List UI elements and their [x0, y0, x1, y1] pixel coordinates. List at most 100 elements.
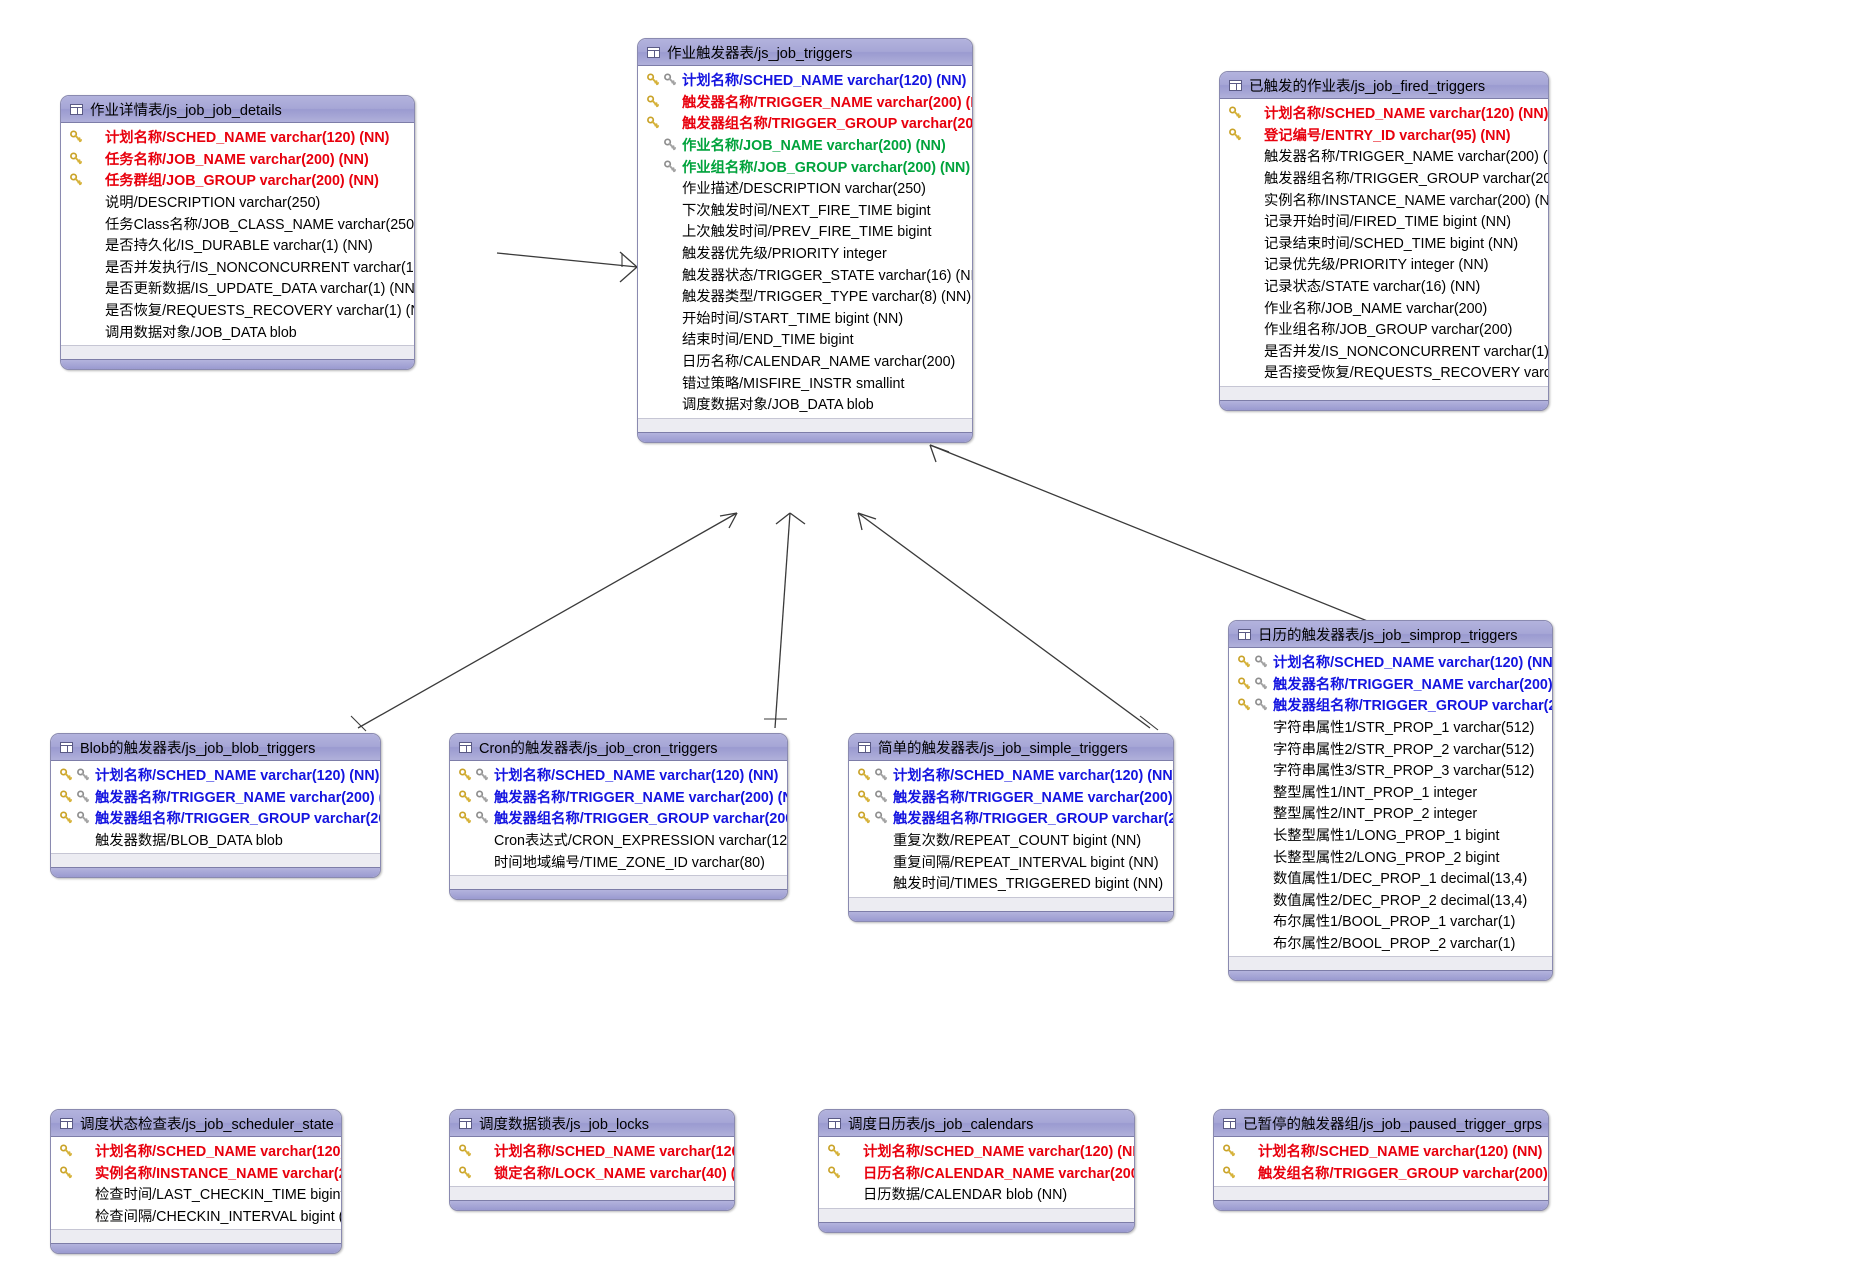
attribute-row[interactable]: 计划名称/SCHED_NAME varchar(120) (NN) — [51, 1140, 341, 1162]
attribute-row[interactable]: 计划名称/SCHED_NAME varchar(120) (NN) — [1220, 102, 1548, 124]
attribute-row[interactable]: 说明/DESCRIPTION varchar(250) — [61, 191, 414, 213]
attribute-row[interactable]: 上次触发时间/PREV_FIRE_TIME bigint — [638, 220, 972, 242]
attribute-row[interactable]: 布尔属性2/BOOL_PROP_2 varchar(1) — [1229, 932, 1552, 954]
attribute-row[interactable]: 任务名称/JOB_NAME varchar(200) (NN) — [61, 148, 414, 170]
attribute-row[interactable]: 是否并发执行/IS_NONCONCURRENT varchar(1) (NN) — [61, 256, 414, 278]
attribute-row[interactable]: 整型属性1/INT_PROP_1 integer — [1229, 781, 1552, 803]
entity-header-paused_trigger_grps[interactable]: 已暂停的触发器组/js_job_paused_trigger_grps — [1214, 1110, 1548, 1137]
attribute-row[interactable]: 计划名称/SCHED_NAME varchar(120) (NN) — [849, 764, 1173, 786]
attribute-row[interactable]: 实例名称/INSTANCE_NAME varchar(200) (NN) — [1220, 188, 1548, 210]
attribute-row[interactable]: 计划名称/SCHED_NAME varchar(120) (NN) — [638, 69, 972, 91]
attribute-row[interactable]: 作业组名称/JOB_GROUP varchar(200) — [1220, 318, 1548, 340]
attribute-row[interactable]: 长整型属性1/LONG_PROP_1 bigint — [1229, 824, 1552, 846]
entity-header-locks[interactable]: 调度数据锁表/js_job_locks — [450, 1110, 734, 1137]
attribute-row[interactable]: 记录优先级/PRIORITY integer (NN) — [1220, 253, 1548, 275]
entity-header-job_triggers[interactable]: 作业触发器表/js_job_triggers — [638, 39, 972, 66]
attribute-row[interactable]: 触发器名称/TRIGGER_NAME varchar(200) (NN) — [51, 786, 380, 808]
attribute-row[interactable]: 记录开始时间/FIRED_TIME bigint (NN) — [1220, 210, 1548, 232]
entity-cron_triggers[interactable]: Cron的触发器表/js_job_cron_triggers 计划名称/SCHED… — [449, 733, 788, 900]
attribute-row[interactable]: 计划名称/SCHED_NAME varchar(120) (NN) — [450, 764, 787, 786]
attribute-row[interactable]: 检查间隔/CHECKIN_INTERVAL bigint (NN) — [51, 1205, 341, 1227]
entity-fired_triggers[interactable]: 已触发的作业表/js_job_fired_triggers 计划名称/SCHED_… — [1219, 71, 1549, 411]
attribute-row[interactable]: 整型属性2/INT_PROP_2 integer — [1229, 802, 1552, 824]
attribute-row[interactable]: 触发器数据/BLOB_DATA blob — [51, 829, 380, 851]
attribute-row[interactable]: 登记编号/ENTRY_ID varchar(95) (NN) — [1220, 124, 1548, 146]
attribute-row[interactable]: 触发器组名称/TRIGGER_GROUP varchar(200) (NN) — [450, 807, 787, 829]
entity-simprop_triggers[interactable]: 日历的触发器表/js_job_simprop_triggers 计划名称/SCHE… — [1228, 620, 1553, 982]
attribute-row[interactable]: 锁定名称/LOCK_NAME varchar(40) (NN) — [450, 1162, 734, 1184]
attribute-row[interactable]: 调用数据对象/JOB_DATA blob — [61, 320, 414, 342]
entity-header-simprop_triggers[interactable]: 日历的触发器表/js_job_simprop_triggers — [1229, 621, 1552, 648]
attribute-row[interactable]: 触发器名称/TRIGGER_NAME varchar(200) (NN) — [1229, 673, 1552, 695]
attribute-row[interactable]: Cron表达式/CRON_EXPRESSION varchar(120) (NN… — [450, 829, 787, 851]
attribute-row[interactable]: 是否更新数据/IS_UPDATE_DATA varchar(1) (NN) — [61, 277, 414, 299]
attribute-row[interactable]: 触发器组名称/TRIGGER_GROUP varchar(200) (NN) — [51, 807, 380, 829]
attribute-row[interactable]: 数值属性2/DEC_PROP_2 decimal(13,4) — [1229, 889, 1552, 911]
attribute-row[interactable]: 检查时间/LAST_CHECKIN_TIME bigint (NN) — [51, 1183, 341, 1205]
entity-header-simple_triggers[interactable]: 简单的触发器表/js_job_simple_triggers — [849, 734, 1173, 761]
entity-simple_triggers[interactable]: 简单的触发器表/js_job_simple_triggers 计划名称/SCHED… — [848, 733, 1174, 922]
attribute-row[interactable]: 日历数据/CALENDAR blob (NN) — [819, 1183, 1134, 1205]
attribute-row[interactable]: 作业名称/JOB_NAME varchar(200) (NN) — [638, 134, 972, 156]
attribute-row[interactable]: 触发器状态/TRIGGER_STATE varchar(16) (NN) — [638, 263, 972, 285]
attribute-row[interactable]: 实例名称/INSTANCE_NAME varchar(200) (NN) — [51, 1162, 341, 1184]
attribute-row[interactable]: 是否并发/IS_NONCONCURRENT varchar(1) — [1220, 340, 1548, 362]
entity-paused_trigger_grps[interactable]: 已暂停的触发器组/js_job_paused_trigger_grps 计划名称/… — [1213, 1109, 1549, 1212]
attribute-row[interactable]: 日历名称/CALENDAR_NAME varchar(200) — [638, 350, 972, 372]
attribute-row[interactable]: 长整型属性2/LONG_PROP_2 bigint — [1229, 845, 1552, 867]
attribute-row[interactable]: 计划名称/SCHED_NAME varchar(120) (NN) — [51, 764, 380, 786]
attribute-row[interactable]: 任务群组/JOB_GROUP varchar(200) (NN) — [61, 169, 414, 191]
attribute-row[interactable]: 触发器优先级/PRIORITY integer — [638, 242, 972, 264]
attribute-row[interactable]: 字符串属性3/STR_PROP_3 varchar(512) — [1229, 759, 1552, 781]
attribute-row[interactable]: 作业描述/DESCRIPTION varchar(250) — [638, 177, 972, 199]
entity-job_triggers[interactable]: 作业触发器表/js_job_triggers 计划名称/SCHED_NAME va… — [637, 38, 973, 443]
attribute-row[interactable]: 触发器名称/TRIGGER_NAME varchar(200) (NN) — [1220, 145, 1548, 167]
attribute-row[interactable]: 触发器名称/TRIGGER_NAME varchar(200) (NN) — [849, 786, 1173, 808]
attribute-row[interactable]: 任务Class名称/JOB_CLASS_NAME varchar(250) (N… — [61, 212, 414, 234]
attribute-row[interactable]: 字符串属性1/STR_PROP_1 varchar(512) — [1229, 716, 1552, 738]
entity-header-scheduler_state[interactable]: 调度状态检查表/js_job_scheduler_state — [51, 1110, 341, 1137]
entity-header-fired_triggers[interactable]: 已触发的作业表/js_job_fired_triggers — [1220, 72, 1548, 99]
attribute-row[interactable]: 是否接受恢复/REQUESTS_RECOVERY varchar(1) — [1220, 361, 1548, 383]
attribute-row[interactable]: 触发时间/TIMES_TRIGGERED bigint (NN) — [849, 872, 1173, 894]
attribute-row[interactable]: 触发器组名称/TRIGGER_GROUP varchar(200) (NN) — [1220, 167, 1548, 189]
attribute-row[interactable]: 触发器组名称/TRIGGER_GROUP varchar(200) (NN) — [638, 112, 972, 134]
entity-job_details[interactable]: 作业详情表/js_job_job_details 计划名称/SCHED_NAME … — [60, 95, 415, 370]
entity-header-calendars[interactable]: 调度日历表/js_job_calendars — [819, 1110, 1134, 1137]
attribute-row[interactable]: 记录结束时间/SCHED_TIME bigint (NN) — [1220, 232, 1548, 254]
attribute-row[interactable]: 错过策略/MISFIRE_INSTR smallint — [638, 371, 972, 393]
attribute-row[interactable]: 下次触发时间/NEXT_FIRE_TIME bigint — [638, 199, 972, 221]
attribute-row[interactable]: 触发器组名称/TRIGGER_GROUP varchar(200) (NN) — [1229, 694, 1552, 716]
attribute-row[interactable]: 计划名称/SCHED_NAME varchar(120) (NN) — [1229, 651, 1552, 673]
attribute-row[interactable]: 是否持久化/IS_DURABLE varchar(1) (NN) — [61, 234, 414, 256]
attribute-row[interactable]: 是否恢复/REQUESTS_RECOVERY varchar(1) (NN) — [61, 299, 414, 321]
entity-scheduler_state[interactable]: 调度状态检查表/js_job_scheduler_state 计划名称/SCHED… — [50, 1109, 342, 1255]
attribute-row[interactable]: 计划名称/SCHED_NAME varchar(120) (NN) — [819, 1140, 1134, 1162]
attribute-row[interactable]: 计划名称/SCHED_NAME varchar(120) (NN) — [1214, 1140, 1548, 1162]
attribute-row[interactable]: 时间地域编号/TIME_ZONE_ID varchar(80) — [450, 850, 787, 872]
attribute-row[interactable]: 触发器组名称/TRIGGER_GROUP varchar(200) (NN) — [849, 807, 1173, 829]
attribute-row[interactable]: 触发器名称/TRIGGER_NAME varchar(200) (NN) — [450, 786, 787, 808]
attribute-row[interactable]: 布尔属性1/BOOL_PROP_1 varchar(1) — [1229, 910, 1552, 932]
attribute-row[interactable]: 重复间隔/REPEAT_INTERVAL bigint (NN) — [849, 850, 1173, 872]
attribute-row[interactable]: 作业名称/JOB_NAME varchar(200) — [1220, 296, 1548, 318]
entity-header-cron_triggers[interactable]: Cron的触发器表/js_job_cron_triggers — [450, 734, 787, 761]
entity-blob_triggers[interactable]: Blob的触发器表/js_job_blob_triggers 计划名称/SCHED… — [50, 733, 381, 879]
attribute-row[interactable]: 日历名称/CALENDAR_NAME varchar(200) (NN) — [819, 1162, 1134, 1184]
attribute-row[interactable]: 结束时间/END_TIME bigint — [638, 328, 972, 350]
entity-locks[interactable]: 调度数据锁表/js_job_locks 计划名称/SCHED_NAME varch… — [449, 1109, 735, 1212]
attribute-row[interactable]: 触发器名称/TRIGGER_NAME varchar(200) (NN) — [638, 91, 972, 113]
attribute-row[interactable]: 作业组名称/JOB_GROUP varchar(200) (NN) — [638, 155, 972, 177]
attribute-row[interactable]: 计划名称/SCHED_NAME varchar(120) (NN) — [61, 126, 414, 148]
attribute-row[interactable]: 开始时间/START_TIME bigint (NN) — [638, 307, 972, 329]
attribute-row[interactable]: 记录状态/STATE varchar(16) (NN) — [1220, 275, 1548, 297]
attribute-row[interactable]: 计划名称/SCHED_NAME varchar(120) (NN) — [450, 1140, 734, 1162]
attribute-row[interactable]: 调度数据对象/JOB_DATA blob — [638, 393, 972, 415]
attribute-row[interactable]: 触发组名称/TRIGGER_GROUP varchar(200) (NN) — [1214, 1162, 1548, 1184]
entity-header-job_details[interactable]: 作业详情表/js_job_job_details — [61, 96, 414, 123]
attribute-row[interactable]: 数值属性1/DEC_PROP_1 decimal(13,4) — [1229, 867, 1552, 889]
attribute-row[interactable]: 重复次数/REPEAT_COUNT bigint (NN) — [849, 829, 1173, 851]
entity-header-blob_triggers[interactable]: Blob的触发器表/js_job_blob_triggers — [51, 734, 380, 761]
entity-calendars[interactable]: 调度日历表/js_job_calendars 计划名称/SCHED_NAME va… — [818, 1109, 1135, 1233]
attribute-row[interactable]: 触发器类型/TRIGGER_TYPE varchar(8) (NN) — [638, 285, 972, 307]
